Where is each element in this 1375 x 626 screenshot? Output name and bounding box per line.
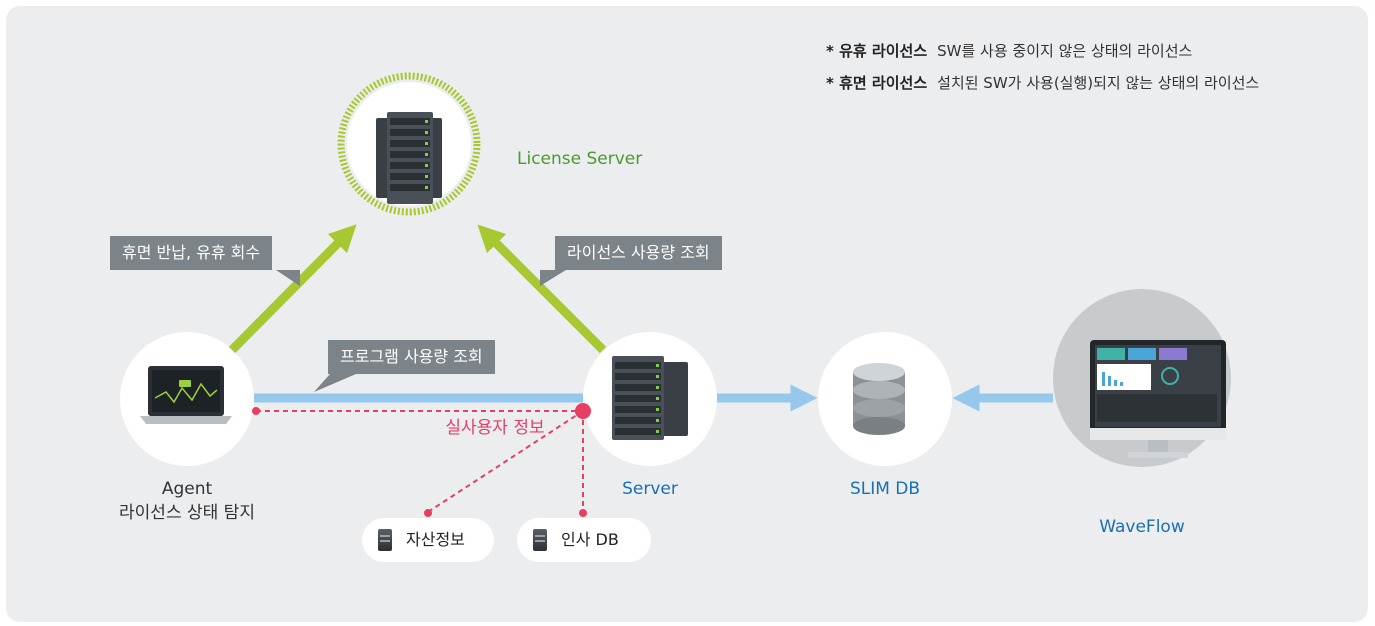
dashed-server-asset <box>427 410 584 513</box>
tag-dormant-return: 휴면 반납, 유휴 회수 <box>110 236 273 270</box>
license-server-icon <box>376 112 442 204</box>
slim-db-label: SLIM DB <box>849 479 921 499</box>
dot-server-junction <box>575 403 591 419</box>
legend-term-idle: 유휴 라이선스 <box>839 42 928 60</box>
legend-desc-idle: SW를 사용 중이지 않은 상태의 라이선스 <box>937 42 1193 60</box>
asset-info-label: 자산정보 <box>406 530 465 549</box>
server-label: Server <box>622 479 678 499</box>
legend-desc-dormant: 설치된 SW가 사용(실행)되지 않는 상태의 라이선스 <box>937 74 1260 92</box>
dot-asset <box>424 509 432 517</box>
laptop-icon <box>140 366 232 424</box>
agent-label: Agent <box>161 479 213 499</box>
hr-db-source: 인사 DB <box>517 518 651 562</box>
hr-db-label: 인사 DB <box>561 530 619 549</box>
database-server-icon <box>533 529 547 551</box>
arrow-server-to-license <box>477 224 607 354</box>
tag-program-usage: 프로그램 사용량 조회 <box>328 340 495 374</box>
database-server-icon <box>378 529 392 551</box>
legend-term-dormant: 휴면 라이선스 <box>839 74 928 92</box>
server-icon <box>612 356 688 440</box>
legend-idle: * 유휴 라이선스 SW를 사용 중이지 않은 상태의 라이선스 <box>826 40 1192 61</box>
monitor-icon <box>1090 340 1226 458</box>
tag-pointer-program-usage <box>314 374 356 392</box>
dot-agent <box>252 407 260 415</box>
asset-info-source: 자산정보 <box>362 518 494 562</box>
waveflow-label: WaveFlow <box>1099 517 1185 537</box>
real-user-info-label: 실사용자 정보 <box>445 418 545 438</box>
tag-license-usage: 라이선스 사용량 조회 <box>555 236 722 270</box>
license-server-label: License Server <box>517 149 643 169</box>
legend-marker: * <box>826 74 834 92</box>
legend-dormant: * 휴면 라이선스 설치된 SW가 사용(실행)되지 않는 상태의 라이선스 <box>826 72 1259 93</box>
arrow-agent-to-license <box>228 224 357 354</box>
agent-sublabel: 라이선스 상태 탐지 <box>119 503 255 523</box>
tag-pointer-license-usage <box>540 270 566 286</box>
database-icon <box>853 363 905 435</box>
tag-pointer-dormant <box>276 270 300 286</box>
dot-hr <box>579 509 587 517</box>
legend-marker: * <box>826 42 834 60</box>
license-server-ring <box>337 72 481 216</box>
